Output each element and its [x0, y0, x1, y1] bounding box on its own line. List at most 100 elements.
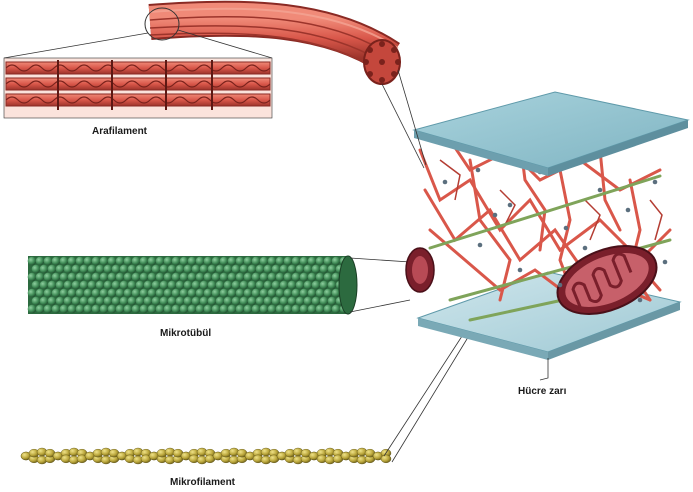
tubulin-subunit — [120, 297, 129, 306]
tubulin-subunit — [32, 297, 41, 306]
tubulin-subunit — [324, 273, 333, 282]
tubulin-subunit — [100, 257, 109, 266]
tubulin-subunit — [124, 273, 133, 282]
tubulin-subunit — [112, 281, 121, 290]
tubulin-subunit — [220, 257, 229, 266]
tubulin-subunit — [296, 281, 305, 290]
tubulin-subunit — [72, 297, 81, 306]
mikrotubul-rod — [28, 256, 357, 314]
tubulin-subunit — [48, 297, 57, 306]
tubulin-subunit — [156, 305, 165, 314]
tubulin-subunit — [216, 297, 225, 306]
tubulin-subunit — [268, 305, 277, 314]
tubulin-subunit — [72, 281, 81, 290]
tubulin-subunit — [104, 297, 113, 306]
tubulin-subunit — [168, 265, 177, 274]
tubulin-subunit — [48, 281, 57, 290]
tubulin-subunit — [28, 305, 37, 314]
tubulin-subunit — [332, 257, 341, 266]
tubulin-subunit — [240, 297, 249, 306]
arafilament-pointer-2 — [398, 70, 426, 165]
tubulin-subunit — [268, 273, 277, 282]
tubulin-subunit — [88, 281, 97, 290]
tubulin-subunit — [220, 273, 229, 282]
hucre-zari-pointer — [540, 358, 548, 380]
tubulin-subunit — [200, 297, 209, 306]
tubulin-subunit — [92, 289, 101, 298]
tubulin-subunit — [248, 265, 257, 274]
tubulin-subunit — [28, 273, 37, 282]
tubulin-subunit — [80, 297, 89, 306]
tubulin-subunit — [320, 297, 329, 306]
tubulin-subunit — [40, 281, 49, 290]
tubulin-subunit — [236, 289, 245, 298]
tubulin-subunit — [116, 257, 125, 266]
tubulin-subunit — [52, 257, 61, 266]
tubulin-subunit — [148, 257, 157, 266]
tubulin-subunit — [280, 281, 289, 290]
tubulin-subunit — [76, 257, 85, 266]
tubulin-subunit — [40, 297, 49, 306]
tubulin-subunit — [320, 265, 329, 274]
tubulin-subunit — [200, 281, 209, 290]
tubulin-subunit — [128, 297, 137, 306]
tubulin-subunit — [140, 257, 149, 266]
tubulin-subunit — [312, 297, 321, 306]
tubulin-subunit — [328, 265, 337, 274]
hucre-zari-label: Hücre zarı — [518, 386, 566, 397]
tubulin-subunit — [296, 297, 305, 306]
tubulin-subunit — [240, 281, 249, 290]
tubulin-subunit — [132, 273, 141, 282]
tubulin-subunit — [168, 281, 177, 290]
tubulin-subunit — [116, 289, 125, 298]
tubulin-subunit — [316, 289, 325, 298]
tubulin-subunit — [196, 273, 205, 282]
tubulin-subunit — [196, 289, 205, 298]
tubulin-subunit — [128, 265, 137, 274]
tubulin-subunit — [136, 281, 145, 290]
tubulin-subunit — [28, 289, 37, 298]
tubulin-subunit — [68, 305, 77, 314]
tubulin-subunit — [252, 257, 261, 266]
tubulin-subunit — [188, 257, 197, 266]
tubulin-subunit — [284, 257, 293, 266]
tubulin-subunit — [184, 297, 193, 306]
tubulin-subunit — [180, 273, 189, 282]
tubulin-subunit — [60, 273, 69, 282]
tubulin-subunit — [100, 289, 109, 298]
tubulin-subunit — [136, 297, 145, 306]
tubulin-subunit — [228, 289, 237, 298]
tubulin-subunit — [80, 265, 89, 274]
tubulin-subunit — [172, 289, 181, 298]
tubulin-subunit — [52, 305, 61, 314]
tubulin-subunit — [288, 265, 297, 274]
tubulin-subunit — [148, 305, 157, 314]
tubulin-subunit — [124, 257, 133, 266]
tubulin-subunit — [288, 297, 297, 306]
tubulin-subunit — [120, 281, 129, 290]
tubulin-subunit — [256, 281, 265, 290]
tubulin-subunit — [212, 273, 221, 282]
tubulin-subunit — [204, 289, 213, 298]
zoom-line-top — [4, 33, 148, 58]
tubulin-subunit — [164, 273, 173, 282]
tubulin-subunit — [140, 289, 149, 298]
tubulin-subunit — [272, 297, 281, 306]
tubulin-subunit — [148, 273, 157, 282]
tubulin-subunit — [160, 297, 169, 306]
tubulin-subunit — [96, 297, 105, 306]
tubulin-subunit — [324, 305, 333, 314]
tubulin-subunit — [300, 289, 309, 298]
tubulin-subunit — [152, 281, 161, 290]
tubulin-subunit — [76, 289, 85, 298]
tubulin-subunit — [36, 273, 45, 282]
tubulin-subunit — [124, 305, 133, 314]
tubulin-subunit — [96, 265, 105, 274]
tubulin-subunit — [60, 257, 69, 266]
tubulin-subunit — [208, 265, 217, 274]
tubulin-subunit — [240, 265, 249, 274]
tubulin-subunit — [268, 289, 277, 298]
tubulin-subunit — [168, 297, 177, 306]
tubulin-subunit — [180, 289, 189, 298]
tubulin-subunit — [228, 257, 237, 266]
